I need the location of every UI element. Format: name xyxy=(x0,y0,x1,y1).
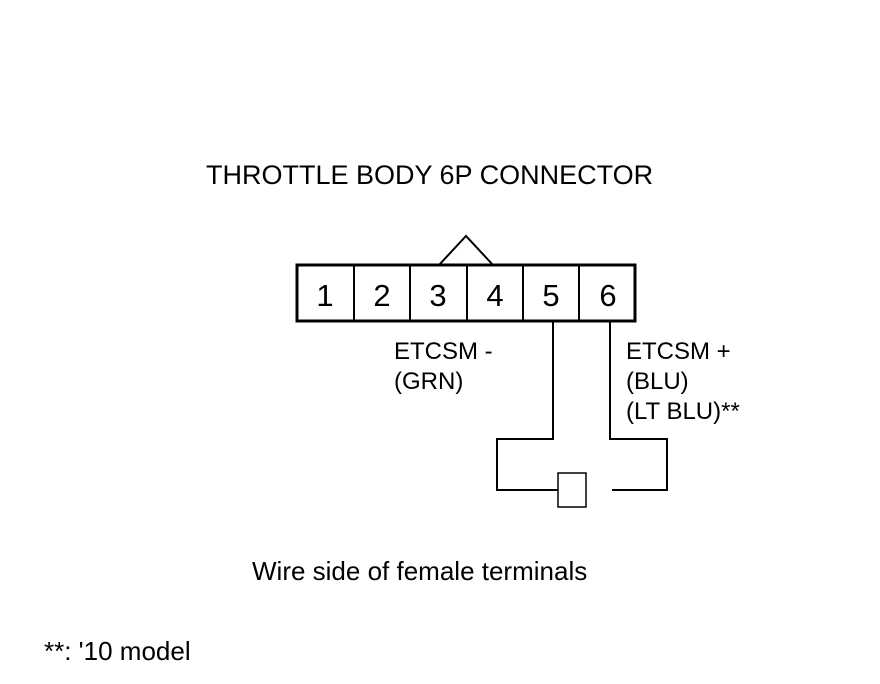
terminal-6-label: 6 xyxy=(599,278,616,313)
terminal-3-label: 3 xyxy=(429,278,446,313)
etcsm-plus-label: ETCSM + xyxy=(626,338,731,365)
terminal-1-label: 1 xyxy=(316,278,333,313)
connector-lock-tab xyxy=(438,234,494,266)
etcsm-plus-color-alt: (LT BLU)** xyxy=(626,398,740,425)
wire-terminal-6 xyxy=(609,321,668,491)
diagram-title: THROTTLE BODY 6P CONNECTOR xyxy=(206,160,653,190)
terminal-2-label: 2 xyxy=(373,278,390,313)
etcsm-minus-color: (GRN) xyxy=(394,368,463,395)
etcsm-plus-color: (BLU) xyxy=(626,368,689,395)
view-caption: Wire side of female terminals xyxy=(252,556,587,586)
model-footnote: **: '10 model xyxy=(44,636,191,666)
terminal-5-label: 5 xyxy=(542,278,559,313)
test-meter-symbol xyxy=(557,472,587,508)
terminal-4-label: 4 xyxy=(486,278,503,313)
etcsm-minus-label: ETCSM - xyxy=(394,338,493,365)
wire-terminal-5 xyxy=(496,321,558,491)
